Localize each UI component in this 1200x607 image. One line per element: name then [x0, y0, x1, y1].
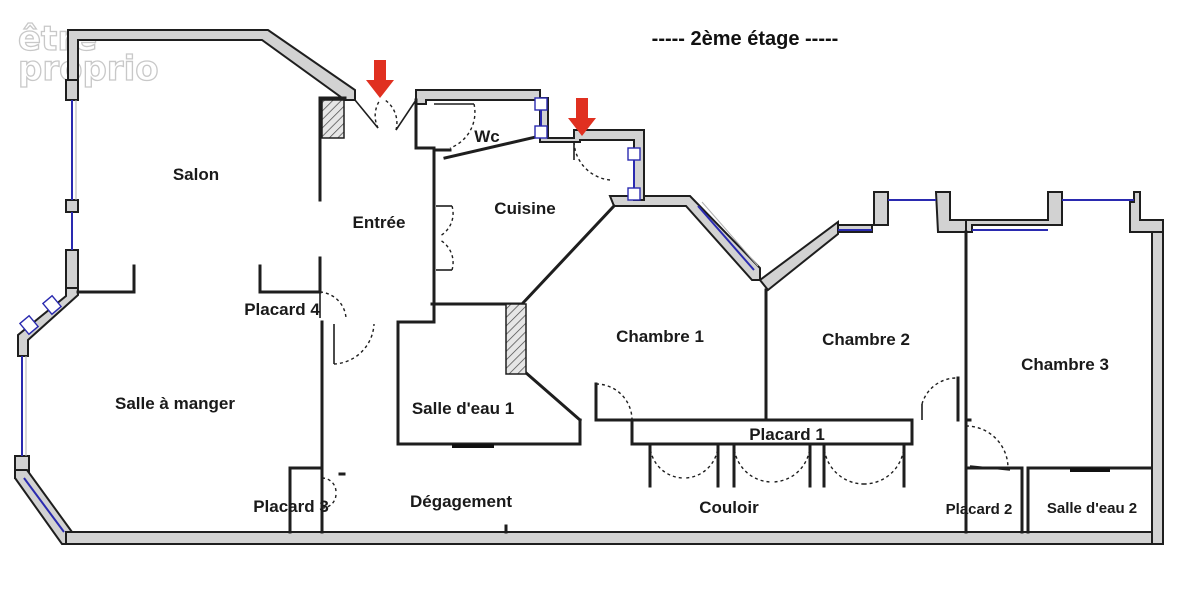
room-label-placard1: Placard 1	[749, 425, 825, 444]
interior-walls	[76, 96, 1152, 534]
wall-ch3-bay	[965, 191, 1063, 233]
chimney-duct	[505, 303, 527, 375]
wall-placard1-box	[630, 418, 914, 446]
room-label-salon: Salon	[173, 165, 219, 184]
wall-placard4-top	[258, 264, 322, 294]
closet-door	[771, 443, 811, 483]
door-swing	[449, 103, 476, 149]
room-label-chambre2: Chambre 2	[822, 330, 910, 349]
wall-right	[1151, 219, 1164, 545]
room-label-salle-a-manger: Salle à manger	[115, 394, 235, 413]
room-label-placard4: Placard 4	[244, 300, 320, 319]
door-swing	[333, 323, 375, 365]
closet-door	[683, 443, 719, 479]
wall-kitchen-right	[539, 97, 645, 201]
wall-pillar	[65, 199, 79, 213]
wall-top-ch1	[608, 195, 761, 281]
wall-ch1-diag-bottom	[522, 369, 583, 423]
wall-pillar	[65, 79, 79, 101]
room-label-wc: Wc	[474, 127, 500, 146]
door-swing	[965, 425, 1009, 469]
floor-title: ----- 2ème étage -----	[652, 28, 839, 50]
door-leaf	[969, 465, 1011, 471]
wall-sde1	[396, 320, 582, 446]
wall-top-ch3	[1129, 191, 1164, 233]
room-label-entree: Entrée	[353, 213, 406, 232]
door-swing	[921, 377, 959, 405]
door-swing	[595, 383, 633, 421]
door-swing	[319, 291, 347, 319]
room-labels: Salon Entrée Wc Cuisine Chambre 1 Chambr…	[115, 127, 1137, 518]
wall-entree-bottom	[396, 298, 436, 324]
wall-placard2	[964, 466, 1024, 534]
entry-arrows	[366, 60, 596, 136]
wall-ch2-diag	[758, 220, 839, 292]
door-leaf	[395, 99, 417, 131]
window-frame	[627, 147, 641, 161]
wall-top-kitchen	[415, 89, 541, 105]
door-swing	[439, 239, 454, 271]
wall-bay-bottom-left	[14, 469, 73, 545]
wall-ch1-bottom	[594, 382, 634, 422]
wall-salon-sam	[76, 264, 136, 294]
window-frame	[627, 187, 641, 201]
room-label-couloir: Couloir	[699, 498, 759, 517]
room-label-placard2: Placard 2	[946, 501, 1013, 518]
closet-door	[733, 443, 773, 483]
doors	[319, 99, 1011, 509]
room-label-placard3: Placard 3	[253, 497, 329, 516]
closet-door	[863, 443, 905, 485]
room-label-degagement: Dégagement	[410, 492, 512, 511]
door-swing	[439, 205, 454, 237]
door-swing	[321, 477, 337, 493]
room-label-chambre1: Chambre 1	[616, 327, 704, 346]
room-label-salle-deau2: Salle d'eau 2	[1047, 500, 1137, 517]
door-swing	[384, 99, 398, 131]
entry-arrow-icon	[568, 98, 596, 136]
room-label-salle-deau1: Salle d'eau 1	[412, 399, 514, 418]
wall-pillar	[65, 249, 79, 289]
door-swing	[374, 99, 381, 129]
closet-door	[823, 443, 865, 485]
wall-ch2-bay	[934, 191, 967, 233]
outer-walls	[14, 29, 1164, 545]
room-label-cuisine: Cuisine	[494, 199, 555, 218]
logo-line2: proprio	[18, 49, 159, 89]
wall-top-ch2	[837, 191, 889, 233]
window-ch1	[697, 205, 755, 271]
wall-wc-diag	[443, 134, 542, 160]
door-swing	[321, 493, 337, 509]
window-frame	[18, 314, 40, 336]
chimney-duct	[321, 99, 345, 139]
closet-door	[649, 443, 685, 479]
windows	[18, 97, 1134, 533]
wall-ch1-diag-top	[519, 203, 617, 307]
wall-bottom	[65, 531, 1164, 545]
entry-arrow-icon	[366, 60, 394, 98]
window-frame	[534, 97, 548, 111]
door-leaf	[354, 99, 379, 129]
door-swing	[573, 141, 611, 181]
window-frame	[534, 125, 548, 139]
window-frame	[41, 294, 63, 316]
window-sam-corner	[23, 477, 65, 533]
room-label-chambre3: Chambre 3	[1021, 355, 1109, 374]
window-glass	[701, 201, 759, 267]
